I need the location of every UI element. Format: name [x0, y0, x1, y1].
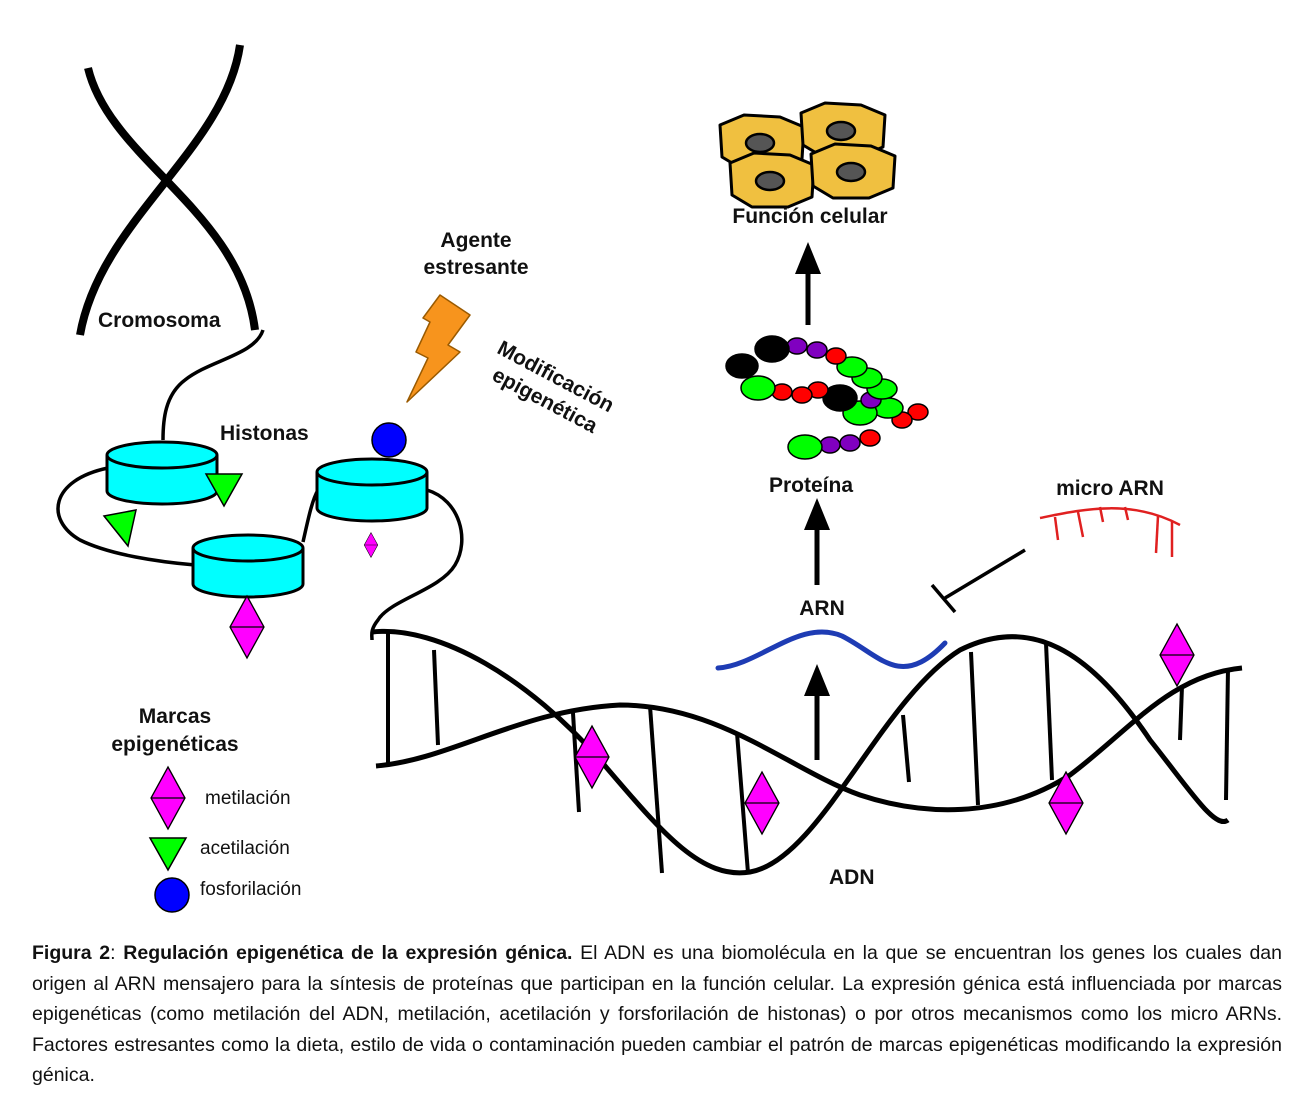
- epigenetics-diagram: Cromosoma Histonas Agente estresante Mod…: [56, 44, 1243, 913]
- caption-title: Regulación epigenética de la expresión g…: [123, 942, 573, 964]
- dna-label: ADN: [829, 866, 875, 889]
- protein-label: Proteína: [769, 474, 853, 497]
- methylation-mark: [1159, 623, 1195, 687]
- arrow-up-icon: [804, 498, 830, 585]
- dna-helix: [371, 628, 1243, 876]
- chromosome: [76, 44, 265, 441]
- histones-label: Histonas: [220, 422, 309, 445]
- green-triangle-icon: [148, 837, 188, 872]
- rna-strand: [715, 629, 948, 671]
- lightning-icon: [406, 294, 471, 403]
- acetylation-mark: [102, 509, 137, 548]
- methylation-mark: [229, 595, 265, 659]
- cell-icon: [728, 151, 816, 209]
- figure-caption: Figura 2: Regulación epigenética de la e…: [32, 938, 1282, 1091]
- blue-circle-icon: [154, 877, 190, 913]
- caption-body: El ADN es una biomolécula en la que se e…: [32, 942, 1282, 1086]
- protein-chain: [725, 335, 929, 460]
- histone-3: [315, 457, 429, 523]
- micro-rna-icon: [1039, 506, 1181, 557]
- caption-separator: :: [110, 942, 124, 964]
- legend-title: epigenéticas: [111, 733, 238, 756]
- methylation-mark: [1048, 771, 1084, 835]
- histone-2: [191, 533, 305, 599]
- stress-agent-label: Agente: [440, 229, 511, 252]
- cell-icon: [809, 142, 897, 200]
- arrow-up-icon: [804, 664, 830, 760]
- legend-item-methylation: metilación: [205, 788, 291, 809]
- methylation-mark: [744, 771, 780, 835]
- rna-label: ARN: [799, 597, 845, 620]
- methylation-mark: [363, 532, 379, 558]
- arrow-up-icon: [795, 242, 821, 325]
- legend-item-phosphorylation: fosforilación: [200, 879, 301, 900]
- phosphorylation-mark: [371, 422, 407, 458]
- chromosome-label: Cromosoma: [98, 309, 221, 332]
- legend-title: Marcas: [139, 705, 211, 728]
- micro-rna-label: micro ARN: [1056, 477, 1164, 500]
- acetylation-mark: [204, 473, 244, 508]
- legend-item-acetylation: acetilación: [200, 838, 290, 859]
- caption-figure-label: Figura 2: [32, 942, 111, 964]
- cell-function-label: Función celular: [732, 205, 887, 228]
- magenta-diamond-icon: [150, 766, 186, 830]
- inhibition-line: [930, 548, 1026, 614]
- stress-agent-label: estresante: [423, 256, 528, 279]
- histone-1: [105, 440, 219, 506]
